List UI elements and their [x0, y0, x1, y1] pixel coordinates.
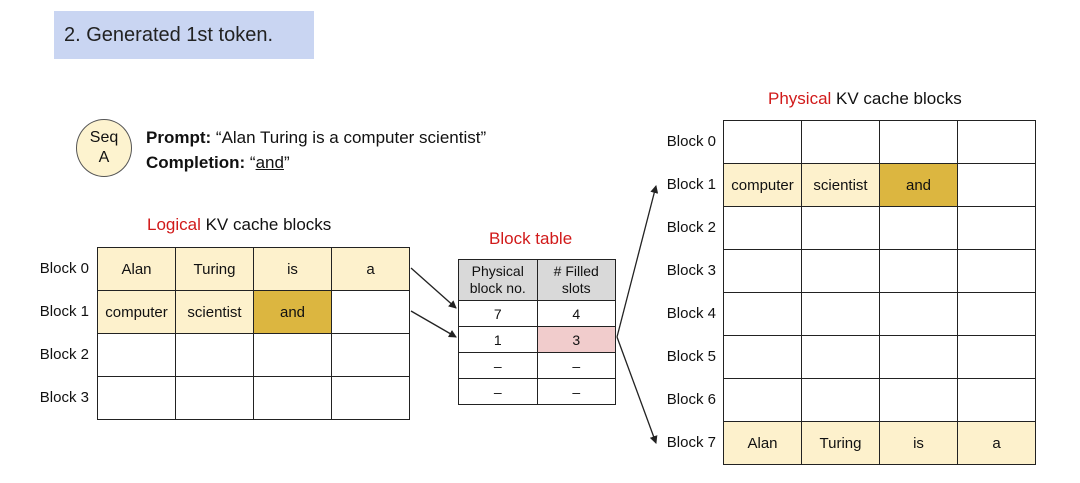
physical-cell [879, 249, 958, 293]
physical-row-2 [723, 206, 1036, 250]
physical-cell: a [957, 421, 1036, 465]
physical-cell [723, 249, 802, 293]
sequence-badge-line1: Seq [89, 129, 119, 146]
logical-row-2 [97, 333, 410, 377]
physical-heading: Physical KV cache blocks [768, 89, 962, 109]
physical-cell: Alan [723, 421, 802, 465]
completion-word: and [255, 153, 284, 172]
physical-cell [957, 378, 1036, 422]
physical-cell [801, 120, 880, 164]
completion-close-quote: ” [283, 153, 290, 172]
logical-heading: Logical KV cache blocks [147, 215, 331, 235]
physical-cell [723, 292, 802, 336]
logical-heading-rest: KV cache blocks [200, 215, 332, 234]
filled-slots-cell: – [536, 378, 616, 405]
logical-row-label: Block 3 [39, 389, 89, 406]
physical-cell: is [879, 421, 958, 465]
arrow-logical0-to-table [410, 267, 457, 309]
physical-row-label: Block 6 [666, 391, 716, 408]
logical-cell: is [253, 247, 332, 291]
physical-row-0 [723, 120, 1036, 164]
logical-cell: computer [97, 290, 176, 334]
physical-row-label: Block 5 [666, 348, 716, 365]
physical-row-label: Block 2 [666, 219, 716, 236]
logical-cell [331, 333, 410, 377]
physical-heading-rest: KV cache blocks [831, 89, 962, 108]
logical-cell: Alan [97, 247, 176, 291]
prompt-line: Prompt: “Alan Turing is a computer scien… [146, 128, 486, 148]
physical-row-label: Block 1 [666, 176, 716, 193]
logical-cell [253, 333, 332, 377]
block-table-header: Physical block no. [458, 259, 538, 301]
physical-cell: computer [723, 163, 802, 207]
physical-cell [801, 249, 880, 293]
filled-slots-cell: 4 [536, 300, 616, 327]
prompt-label: Prompt: [146, 128, 212, 147]
physical-row-label: Block 0 [666, 133, 716, 150]
arrow-logical1-to-table [410, 310, 457, 338]
block-table-heading: Block table [489, 229, 573, 248]
physical-cell [879, 206, 958, 250]
logical-row-3 [97, 376, 410, 420]
physical-row-label: Block 3 [666, 262, 716, 279]
sequence-badge-line2: A [98, 149, 110, 166]
physical-cell [879, 292, 958, 336]
logical-cell [97, 376, 176, 420]
block-table-header: # Filled slots [536, 259, 616, 301]
completion-label: Completion: [146, 153, 246, 172]
physical-row-6 [723, 378, 1036, 422]
physical-cell: Turing [801, 421, 880, 465]
slide-title: 2. Generated 1st token. [54, 11, 314, 59]
physical-row-label: Block 4 [666, 305, 716, 322]
physical-heading-highlight: Physical [768, 89, 832, 108]
arrow-table-to-physical7 [616, 336, 658, 444]
completion-open-quote: “ [249, 153, 256, 172]
logical-row-label: Block 2 [39, 346, 89, 363]
arrow-table-to-physical1 [616, 185, 659, 338]
logical-row-label: Block 1 [39, 303, 89, 320]
logical-cell: a [331, 247, 410, 291]
prompt-text: “Alan Turing is a computer scientist” [215, 128, 487, 147]
physical-row-label: Block 7 [666, 434, 716, 451]
sequence-badge: Seq A [76, 119, 132, 177]
block-table-row-3: –– [458, 378, 616, 405]
block-table-header-row: Physical block no.# Filled slots [458, 259, 616, 301]
logical-heading-highlight: Logical [147, 215, 201, 234]
logical-cell [331, 290, 410, 334]
completion-line: Completion: “and” [146, 153, 290, 173]
physical-cell: scientist [801, 163, 880, 207]
physical-cell [723, 120, 802, 164]
logical-row-label: Block 0 [39, 260, 89, 277]
logical-cell [175, 376, 254, 420]
physical-cell [801, 206, 880, 250]
physical-cell [957, 206, 1036, 250]
logical-cell [331, 376, 410, 420]
physical-cell [957, 163, 1036, 207]
